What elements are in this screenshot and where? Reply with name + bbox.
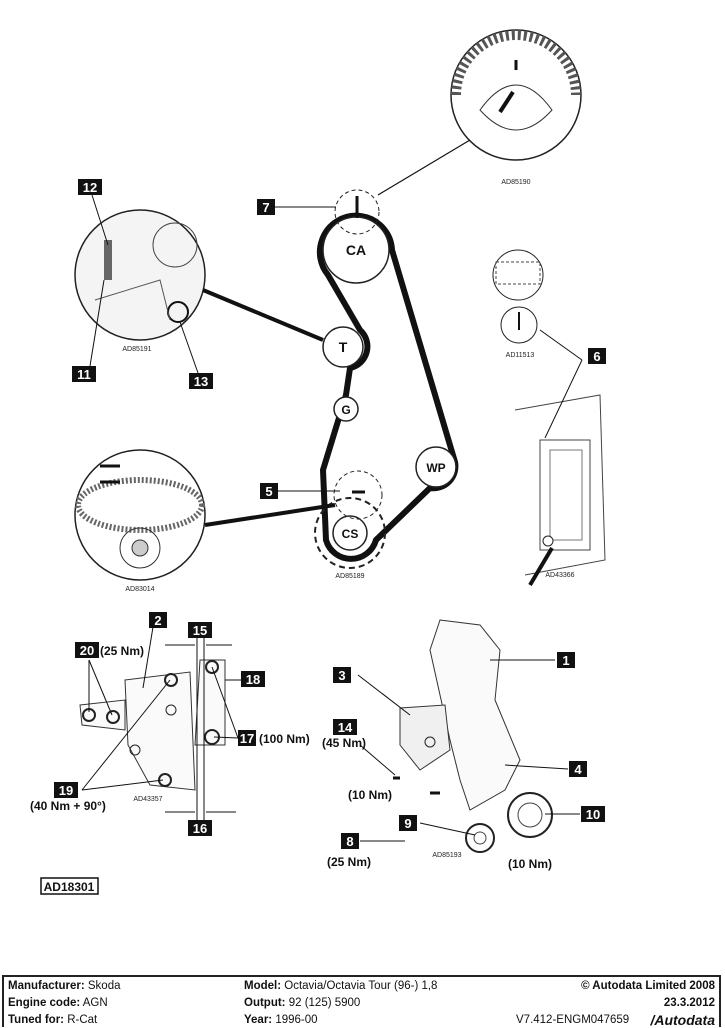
inset-sprocket-cover: AD11513 AD43366 bbox=[492, 249, 606, 587]
svg-text:AD18301: AD18301 bbox=[44, 880, 95, 894]
svg-text:CA: CA bbox=[346, 242, 366, 258]
callout-20: 20 bbox=[75, 642, 99, 658]
callout-19: 19 bbox=[54, 782, 78, 798]
engine-mount-bracket: AD43357 bbox=[79, 626, 245, 820]
callout-4: 4 bbox=[569, 761, 587, 777]
svg-text:18: 18 bbox=[246, 672, 260, 687]
timing-belt-diagram: CA T G WP CS AD85189 AD85190 AD85 bbox=[30, 29, 606, 895]
svg-text:G: G bbox=[341, 403, 350, 417]
svg-text:AD85193: AD85193 bbox=[432, 852, 461, 859]
torque-values: (25 Nm) (100 Nm) (40 Nm + 90°) (45 Nm) (… bbox=[30, 644, 552, 871]
pulley-crankshaft: CS bbox=[314, 497, 386, 569]
callout-2: 2 bbox=[149, 612, 167, 628]
svg-text:20: 20 bbox=[80, 643, 94, 658]
callout-15: 15 bbox=[188, 622, 212, 638]
callout-16: 16 bbox=[188, 820, 212, 836]
callout-13: 13 bbox=[179, 321, 213, 389]
detail-circle-crankshaft bbox=[333, 470, 383, 520]
callout-18: 18 bbox=[241, 671, 265, 687]
callout-1: 1 bbox=[557, 652, 575, 668]
svg-text:5: 5 bbox=[265, 484, 272, 499]
svg-text:T: T bbox=[339, 339, 348, 355]
svg-text:3: 3 bbox=[338, 668, 345, 683]
svg-text:(25 Nm): (25 Nm) bbox=[100, 644, 144, 658]
inset-crankshaft-mark: AD83014 bbox=[74, 449, 336, 593]
svg-text:8: 8 bbox=[346, 834, 353, 849]
svg-text:16: 16 bbox=[193, 821, 207, 836]
callout-12: 12 bbox=[78, 179, 109, 246]
callout-17: 17 bbox=[238, 730, 256, 746]
brand-logo: /Autodata bbox=[650, 1012, 715, 1028]
svg-text:13: 13 bbox=[194, 374, 208, 389]
svg-text:AD83014: AD83014 bbox=[125, 586, 154, 593]
callout-14: 14 bbox=[333, 719, 357, 735]
callout-6: 6 bbox=[588, 348, 606, 364]
callout-labels: 1 2 3 4 5 6 7 8 9 10 11 12 13 14 15 16 1… bbox=[54, 179, 606, 849]
svg-text:AD85189: AD85189 bbox=[335, 573, 364, 580]
callout-3: 3 bbox=[333, 667, 351, 683]
svg-text:AD85190: AD85190 bbox=[501, 179, 530, 186]
svg-text:AD11513: AD11513 bbox=[506, 352, 535, 359]
svg-text:19: 19 bbox=[59, 783, 73, 798]
svg-text:CS: CS bbox=[342, 527, 359, 541]
svg-text:AD85191: AD85191 bbox=[122, 346, 151, 353]
inset-tensioner: AD85191 bbox=[74, 209, 324, 353]
callout-10: 10 bbox=[581, 806, 605, 822]
svg-text:4: 4 bbox=[574, 762, 582, 777]
tuned-row: Tuned for: R-Cat bbox=[8, 1014, 98, 1026]
year-row: Year: 1996-00 bbox=[244, 1014, 318, 1026]
svg-text:10: 10 bbox=[586, 807, 600, 822]
svg-text:1: 1 bbox=[562, 653, 569, 668]
copyright: © Autodata Limited 2008 bbox=[581, 980, 715, 992]
output-row: Output: 92 (125) 5900 bbox=[244, 997, 361, 1009]
callout-5: 5 bbox=[260, 483, 340, 499]
info-footer: Manufacturer: Skoda Engine code: AGN Tun… bbox=[2, 975, 721, 1028]
inset-camshaft-mark: AD85190 bbox=[377, 29, 582, 196]
arrow-icon bbox=[528, 546, 554, 587]
svg-text:AD43357: AD43357 bbox=[133, 796, 162, 803]
svg-text:14: 14 bbox=[338, 720, 353, 735]
svg-text:12: 12 bbox=[83, 180, 97, 195]
svg-text:(25 Nm): (25 Nm) bbox=[327, 855, 371, 869]
svg-text:(10 Nm): (10 Nm) bbox=[348, 788, 392, 802]
svg-text:9: 9 bbox=[404, 816, 411, 831]
timing-cover-assembly: AD85193 bbox=[357, 619, 580, 859]
pulley-water-pump: WP bbox=[415, 446, 457, 488]
doc-ref: V7.412-ENGM047659 bbox=[516, 1014, 630, 1026]
svg-text:11: 11 bbox=[77, 367, 91, 382]
callout-11: 11 bbox=[72, 279, 105, 382]
callout-9: 9 bbox=[399, 815, 417, 831]
model-row: Model: Octavia/Octavia Tour (96-) 1,8 bbox=[244, 980, 438, 992]
arrow-icon bbox=[498, 90, 515, 114]
pulley-camshaft: CA bbox=[322, 216, 390, 284]
svg-text:2: 2 bbox=[154, 613, 161, 628]
figure-id: AD18301 bbox=[40, 877, 99, 895]
pulley-tensioner: T bbox=[322, 326, 364, 368]
svg-text:17: 17 bbox=[240, 731, 254, 746]
svg-text:WP: WP bbox=[426, 461, 445, 475]
svg-text:(10 Nm): (10 Nm) bbox=[508, 857, 552, 871]
svg-text:(100 Nm): (100 Nm) bbox=[259, 732, 310, 746]
svg-text:7: 7 bbox=[262, 200, 269, 215]
callout-7: 7 bbox=[257, 199, 336, 215]
callout-8: 8 bbox=[341, 833, 359, 849]
svg-text:6: 6 bbox=[593, 349, 600, 364]
date: 23.3.2012 bbox=[663, 997, 715, 1009]
manufacturer-row: Manufacturer: Skoda bbox=[8, 980, 121, 992]
svg-text:AD43366: AD43366 bbox=[545, 572, 574, 579]
svg-text:(40 Nm + 90°): (40 Nm + 90°) bbox=[30, 799, 106, 813]
pulley-guide: G bbox=[333, 396, 359, 422]
engine-row: Engine code: AGN bbox=[8, 997, 108, 1009]
detail-circle-camshaft bbox=[334, 189, 380, 235]
svg-text:15: 15 bbox=[193, 623, 207, 638]
svg-text:(45 Nm): (45 Nm) bbox=[322, 736, 366, 750]
timing-belt bbox=[316, 212, 459, 562]
